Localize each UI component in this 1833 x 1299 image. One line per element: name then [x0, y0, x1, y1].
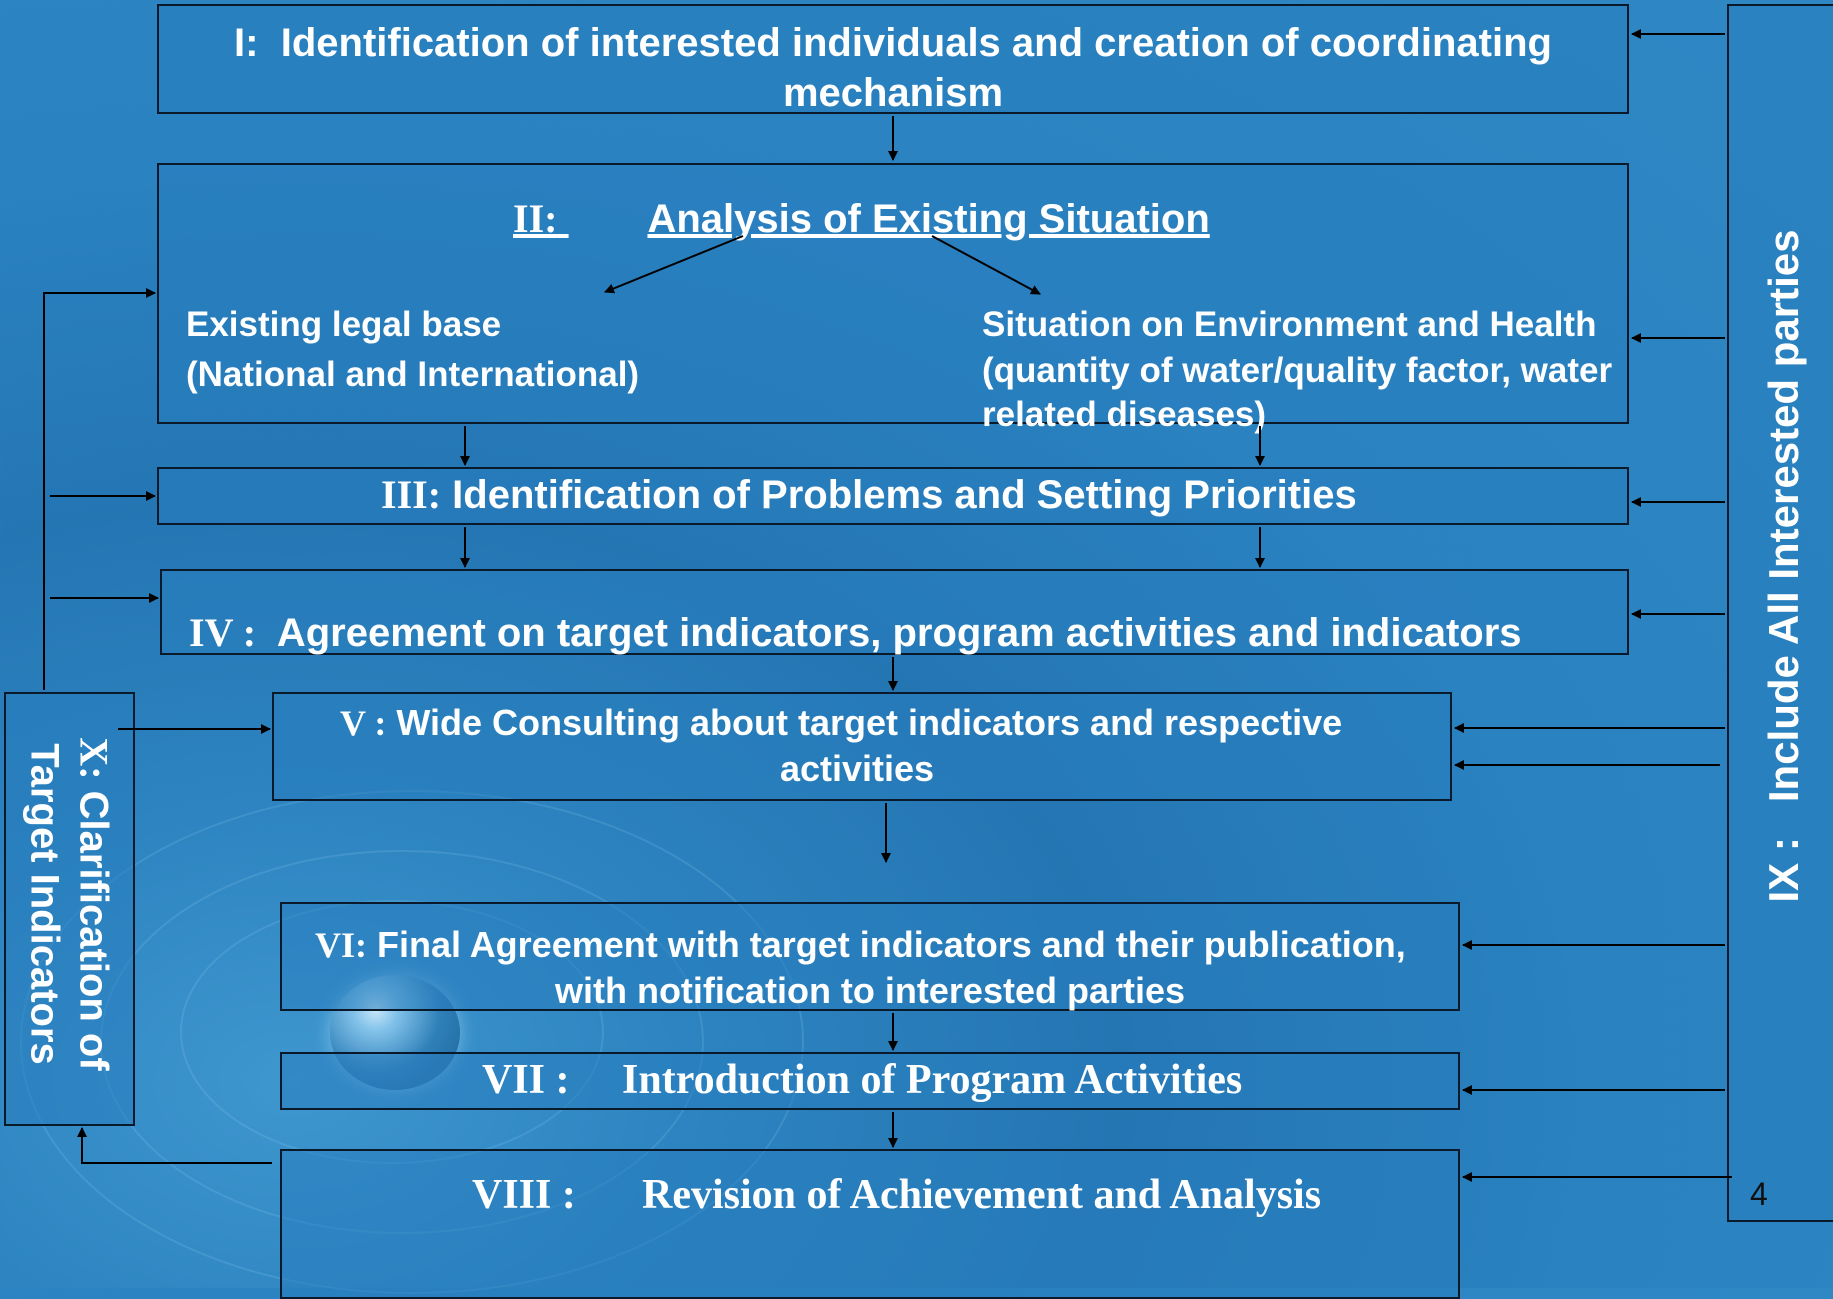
- step-6-number: VI:: [315, 925, 367, 965]
- legal-base-line-1: Existing legal base: [186, 305, 502, 344]
- page-number: 4: [1750, 1176, 1768, 1212]
- step-1-label: Identification of interested individuals…: [280, 21, 1552, 115]
- arrow-8-to-10: [77, 1127, 272, 1164]
- step-8-number: VIII :: [472, 1172, 576, 1218]
- env-health-line-2: (quantity of water/quality factor, water: [982, 351, 1613, 390]
- step-6-label-2: with notification to interested parties: [554, 970, 1186, 1011]
- step-8-label: Revision of Achievement and Analysis: [642, 1172, 1322, 1218]
- step-4-number: IV :: [189, 610, 257, 655]
- arrow-analysis-left: [604, 235, 744, 294]
- step-5-box: V : Wide Consulting about target indicat…: [272, 692, 1452, 801]
- step-4-box: IV : Agreement on target indicators, pro…: [160, 569, 1629, 655]
- step-2-box: II: Analysis of Existing Situation Exist…: [157, 163, 1629, 434]
- step-5-line-1: V : Wide Consulting about target indicat…: [340, 702, 1342, 744]
- step-5-label-1: Wide Consulting about target indicators …: [396, 702, 1343, 743]
- step-3-box: III: Identification of Problems and Sett…: [157, 467, 1629, 525]
- step-5-number: V :: [340, 703, 387, 743]
- step-10-box: X: Clarification of Target Indicators: [4, 692, 135, 1126]
- step-2-title: II: Analysis of Existing Situation: [513, 195, 1210, 242]
- step-8-box: VIII : Revision of Achievement and Analy…: [280, 1149, 1460, 1299]
- step-9-box: IX : Include All Interested parties: [1727, 4, 1833, 1222]
- step-7-label: Introduction of Program Activities: [622, 1057, 1243, 1103]
- step-7-box: VII : Introduction of Program Activities: [280, 1052, 1460, 1110]
- step-1-number: I:: [234, 21, 259, 65]
- step-2-number: II:: [513, 196, 558, 241]
- step-5-label-2: activities: [779, 748, 935, 789]
- env-health-line-3: related diseases): [982, 395, 1267, 434]
- legal-base-line-2: (National and International): [186, 355, 640, 394]
- step-1-text: I: Identification of interested individu…: [159, 18, 1627, 118]
- arrow-10-to-2: [43, 288, 156, 690]
- step-1-box: I: Identification of interested individu…: [157, 4, 1629, 115]
- step-6-line-1: VI: Final Agreement with target indicato…: [315, 924, 1406, 966]
- step-6-label-1: Final Agreement with target indicators a…: [377, 924, 1406, 965]
- step-3-text: III: Identification of Problems and Sett…: [381, 471, 1357, 518]
- step-2-label: Analysis of Existing Situation: [647, 197, 1210, 241]
- env-health-line-1: Situation on Environment and Health: [982, 305, 1597, 344]
- step-7-number: VII :: [482, 1057, 570, 1103]
- step-4-text: IV : Agreement on target indicators, pro…: [189, 609, 1522, 656]
- step-3-label: Identification of Problems and Setting P…: [452, 473, 1357, 517]
- step-3-number: III:: [381, 472, 442, 517]
- arrow-analysis-right: [931, 235, 1041, 295]
- step-4-label: Agreement on target indicators, program …: [276, 611, 1522, 655]
- step-6-box: VI: Final Agreement with target indicato…: [280, 902, 1460, 1011]
